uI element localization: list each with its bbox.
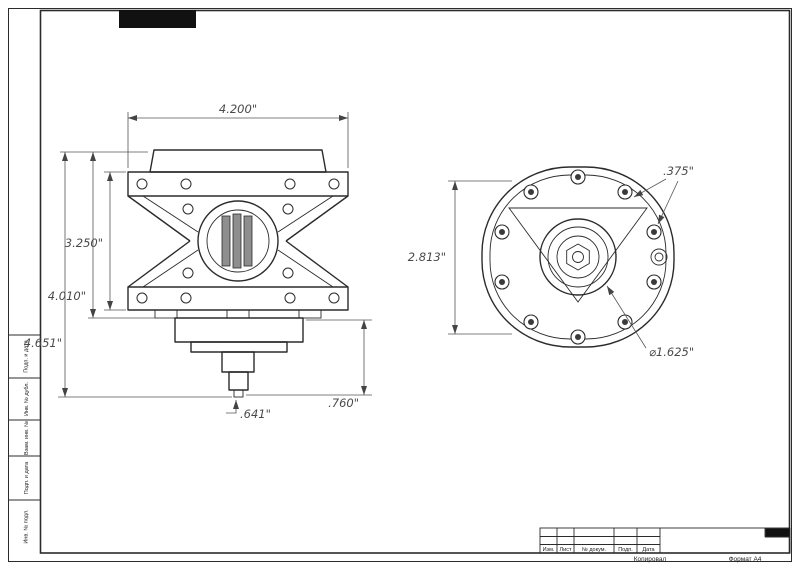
dim-label: 2.813" xyxy=(408,250,446,264)
stamp-label: Инв. № дубл. xyxy=(24,382,30,417)
gear-bar xyxy=(243,215,253,267)
title-block-outline xyxy=(539,527,791,554)
body-bolt xyxy=(182,267,194,279)
bolt-hole xyxy=(328,292,340,304)
leader-line xyxy=(633,178,667,198)
tab xyxy=(154,309,178,319)
title-block-dark-cell xyxy=(765,528,790,537)
lower-flange xyxy=(127,286,349,311)
dim-shaft-length: .760" xyxy=(246,319,372,410)
body-inner-edge xyxy=(142,249,199,288)
shaft-boss xyxy=(221,351,255,373)
col-list: Лист xyxy=(560,547,572,553)
dim-hub-diameter: ⌀1.625" xyxy=(606,285,694,359)
lower-housing xyxy=(174,317,304,343)
bolt-hole xyxy=(328,178,340,190)
dim-label: ⌀1.625" xyxy=(649,345,694,359)
dim-label: 4.651" xyxy=(24,336,62,350)
leader-line xyxy=(226,400,239,414)
footer-copy-label: Копировал xyxy=(634,556,667,563)
sheet-footer: Копировал Формат А4 xyxy=(634,556,762,563)
body-inner-edge xyxy=(277,195,334,233)
body-edge xyxy=(127,195,191,242)
body-edge xyxy=(285,240,349,288)
bolt xyxy=(523,314,539,330)
sheet-frame xyxy=(8,8,792,562)
center-boss xyxy=(197,200,279,282)
dim-overall-width: 4.200" xyxy=(127,102,349,168)
gear-bar xyxy=(221,215,231,267)
hub-ring xyxy=(556,235,600,279)
bolt-hole xyxy=(136,178,148,190)
col-izm: Изм. xyxy=(543,547,555,553)
shaft xyxy=(228,371,249,391)
tab xyxy=(226,309,250,319)
title-block: Изм. Лист № докум. Подп. Дата xyxy=(539,527,791,554)
side-view: 4.200" 3.250" 4.010" 4.651" .760" xyxy=(24,102,372,421)
side-port xyxy=(650,248,668,266)
bolt-hole xyxy=(284,178,296,190)
bolt xyxy=(494,224,510,240)
col-date: Дата xyxy=(642,547,655,553)
body-bolt xyxy=(182,203,194,215)
logo-block xyxy=(119,10,196,28)
body-inner-edge xyxy=(142,195,199,233)
leader-line xyxy=(657,180,679,225)
shaft-tip xyxy=(233,389,244,398)
top-plate xyxy=(149,149,327,173)
bolt xyxy=(570,169,586,185)
body-bolt xyxy=(282,267,294,279)
dim-bolt-hole: .375" xyxy=(633,164,694,225)
tab xyxy=(298,309,322,319)
lower-housing-step xyxy=(190,341,288,353)
dim-label: 3.250" xyxy=(65,236,103,250)
hub-center xyxy=(572,251,584,263)
stamp-label: Инв. № подл. xyxy=(24,509,30,544)
dim-label: .375" xyxy=(663,164,694,178)
center-boss-inner xyxy=(206,209,270,273)
stamp-label: Подп. и дата xyxy=(24,461,30,494)
col-sign: Подп. xyxy=(618,547,633,553)
stamp-label: Подп. и дата xyxy=(24,339,30,372)
side-port-inner xyxy=(654,252,664,262)
bolt-hole xyxy=(180,292,192,304)
upper-flange xyxy=(127,171,349,197)
bolt xyxy=(523,184,539,200)
pump-face-inner xyxy=(489,174,667,340)
body-edge xyxy=(285,195,349,242)
dim-shaft-diameter: .641" xyxy=(226,400,271,421)
body-edge xyxy=(127,240,191,288)
sheet-border xyxy=(8,8,792,562)
dim-label: 4.010" xyxy=(48,289,86,303)
dim-label: 4.200" xyxy=(219,102,257,116)
drawing-frame xyxy=(39,9,791,554)
bolt xyxy=(646,274,662,290)
body-inner-edge xyxy=(277,249,334,288)
dim-across-height: 2.813" xyxy=(408,180,512,335)
hub-ring xyxy=(547,226,609,288)
bolt-hole xyxy=(180,178,192,190)
bolt xyxy=(494,274,510,290)
cover-rib xyxy=(508,207,648,303)
bolt xyxy=(646,224,662,240)
leader-line xyxy=(606,285,647,349)
bolt-hole xyxy=(284,292,296,304)
front-view: 2.813" .375" ⌀1.625" xyxy=(408,164,694,359)
stamp-label: Взам. инв. № xyxy=(24,421,30,455)
bolt-hole xyxy=(136,292,148,304)
dim-label: .641" xyxy=(240,407,271,421)
dim-label: .760" xyxy=(328,396,359,410)
left-stamp-column: Подп. и дата Инв. № дубл. Взам. инв. № П… xyxy=(8,334,40,544)
hex-nut xyxy=(566,243,590,271)
pump-face-outline xyxy=(481,166,675,348)
dim-overall-height: 4.651" xyxy=(24,152,232,398)
hub-outer xyxy=(539,218,617,296)
col-doc: № докум. xyxy=(582,547,607,553)
bolt xyxy=(570,329,586,345)
gear-bar xyxy=(232,213,242,269)
bolt xyxy=(617,184,633,200)
body-bolt xyxy=(282,203,294,215)
footer-format-label: Формат А4 xyxy=(729,556,762,563)
